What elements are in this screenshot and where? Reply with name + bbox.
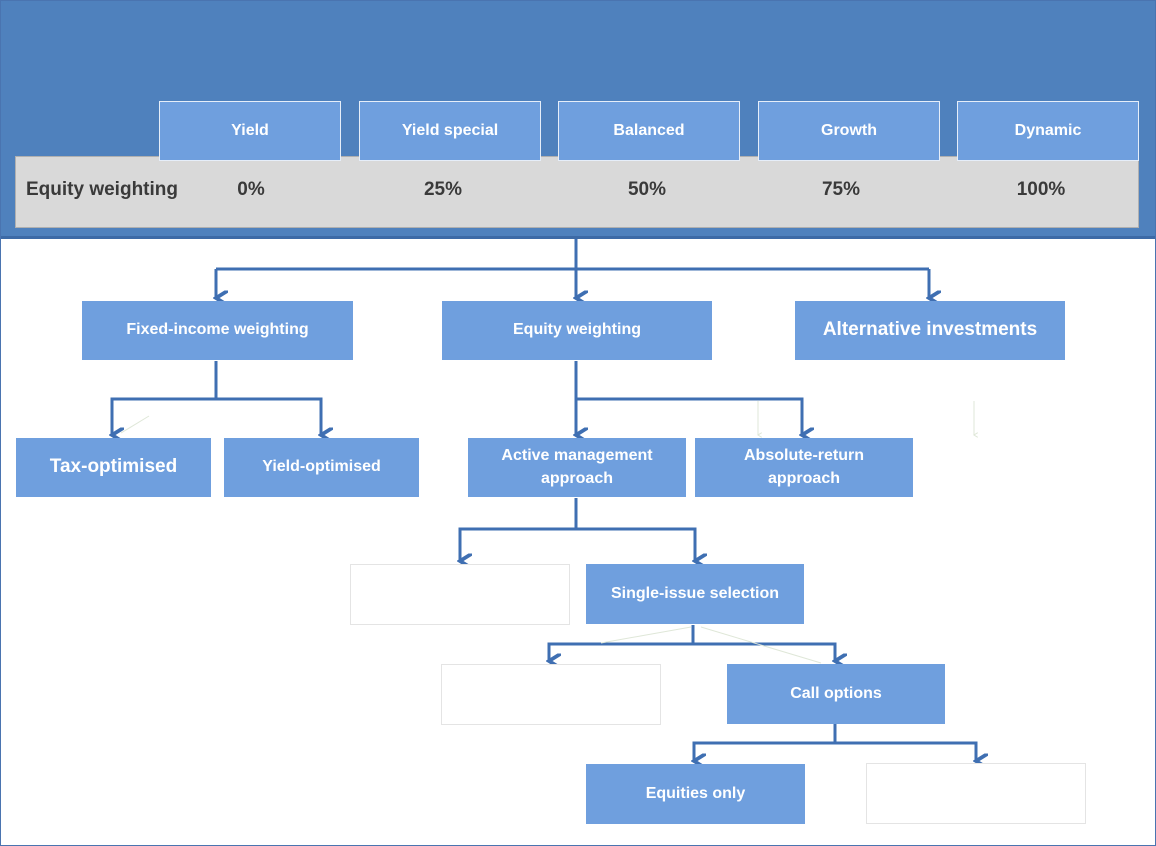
empty-box-level3-left: [350, 564, 570, 625]
node-equities-only: Equities only: [586, 764, 805, 824]
absolute-return-line1: Absolute-return: [744, 447, 864, 465]
node-absolute-return-approach: Absolute-return approach: [695, 438, 913, 497]
empty-box-level5-right: [866, 763, 1086, 824]
node-call-options: Call options: [727, 664, 945, 724]
equity-pct-growth: 75%: [821, 179, 861, 200]
profile-dynamic: Dynamic: [957, 101, 1139, 161]
node-yield-optimised: Yield-optimised: [224, 438, 419, 497]
empty-box-level4-left: [441, 664, 661, 725]
node-fixed-income-weighting: Fixed-income weighting: [82, 301, 353, 360]
absolute-return-line2: approach: [767, 469, 840, 487]
active-management-line1: Active management: [501, 447, 653, 465]
profile-growth: Growth: [758, 101, 940, 161]
node-tax-optimised: Tax-optimised: [16, 438, 211, 497]
node-single-issue-selection: Single-issue selection: [586, 564, 804, 624]
equity-pct-yield: 0%: [237, 179, 265, 200]
header-divider: [1, 236, 1155, 239]
active-management-line2: approach: [540, 469, 613, 487]
profile-yield-special: Yield special: [359, 101, 541, 161]
equity-pct-yield-special: 25%: [423, 179, 463, 200]
equity-pct-dynamic: 100%: [1016, 179, 1066, 200]
profile-balanced: Balanced: [558, 101, 740, 161]
equity-pct-balanced: 50%: [627, 179, 667, 200]
node-alternative-investments: Alternative investments: [795, 301, 1065, 360]
equity-weighting-row: [15, 156, 1139, 228]
node-equity-weighting: Equity weighting: [442, 301, 712, 360]
equity-weighting-label: Equity weighting: [26, 179, 178, 200]
profile-yield: Yield: [159, 101, 341, 161]
node-active-management-approach: Active management approach: [468, 438, 686, 497]
